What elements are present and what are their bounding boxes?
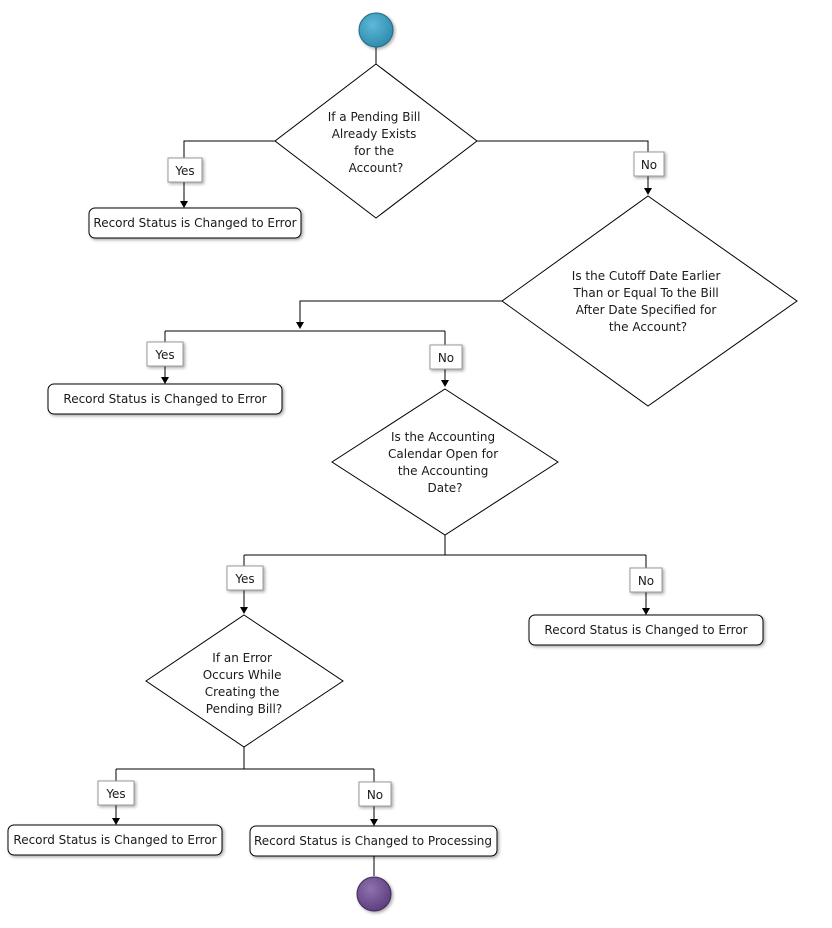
tag-d2-no-text: No [438, 351, 454, 365]
action-a5-text: Record Status is Changed to Processing [254, 834, 492, 848]
start-node [358, 12, 394, 48]
action-a1: Record Status is Changed to Error [88, 207, 302, 239]
action-a2-text: Record Status is Changed to Error [63, 392, 266, 406]
action-a3: Record Status is Changed to Error [528, 614, 764, 646]
action-a4: Record Status is Changed to Error [7, 824, 223, 856]
tag-d3-no: No [629, 567, 663, 593]
tag-d1-no-text: No [641, 158, 657, 172]
tag-d2-yes-text: Yes [154, 348, 174, 362]
tag-d3-no-text: No [638, 574, 654, 588]
connector-d1-no [477, 140, 652, 195]
decision-d3: Is the Accounting Calendar Open for the … [331, 388, 559, 536]
tag-d3-yes: Yes [226, 565, 264, 591]
decision-d4-text: If an Error Occurs While Creating the Pe… [203, 651, 286, 716]
tag-d1-yes: Yes [167, 157, 203, 183]
end-node [356, 876, 392, 912]
action-a1-text: Record Status is Changed to Error [93, 216, 296, 230]
tag-d2-yes: Yes [146, 341, 184, 367]
tag-d4-no-text: No [367, 788, 383, 802]
tag-d3-yes-text: Yes [234, 572, 254, 586]
decision-d3-text: Is the Accounting Calendar Open for the … [388, 430, 502, 495]
tag-d1-yes-text: Yes [174, 164, 194, 178]
tag-d4-yes-text: Yes [105, 787, 125, 801]
tag-d1-no: No [633, 151, 665, 177]
action-a3-text: Record Status is Changed to Error [544, 623, 747, 637]
tag-d4-no: No [358, 781, 392, 807]
action-a5: Record Status is Changed to Processing [249, 825, 498, 857]
tag-d2-no: No [429, 344, 463, 370]
decision-d1-text: If a Pending Bill Already Exists for the… [328, 110, 425, 175]
connector-d1-yes [180, 140, 275, 208]
action-a2: Record Status is Changed to Error [47, 383, 283, 415]
action-a4-text: Record Status is Changed to Error [13, 833, 216, 847]
decision-d2-text: Is the Cutoff Date Earlier Than or Equal… [572, 269, 724, 334]
tag-d4-yes: Yes [97, 780, 135, 806]
decision-d2: Is the Cutoff Date Earlier Than or Equal… [501, 195, 798, 407]
decision-d4: If an Error Occurs While Creating the Pe… [145, 614, 344, 748]
decision-d1: If a Pending Bill Already Exists for the… [274, 63, 478, 219]
connector-d2-split [296, 300, 502, 329]
